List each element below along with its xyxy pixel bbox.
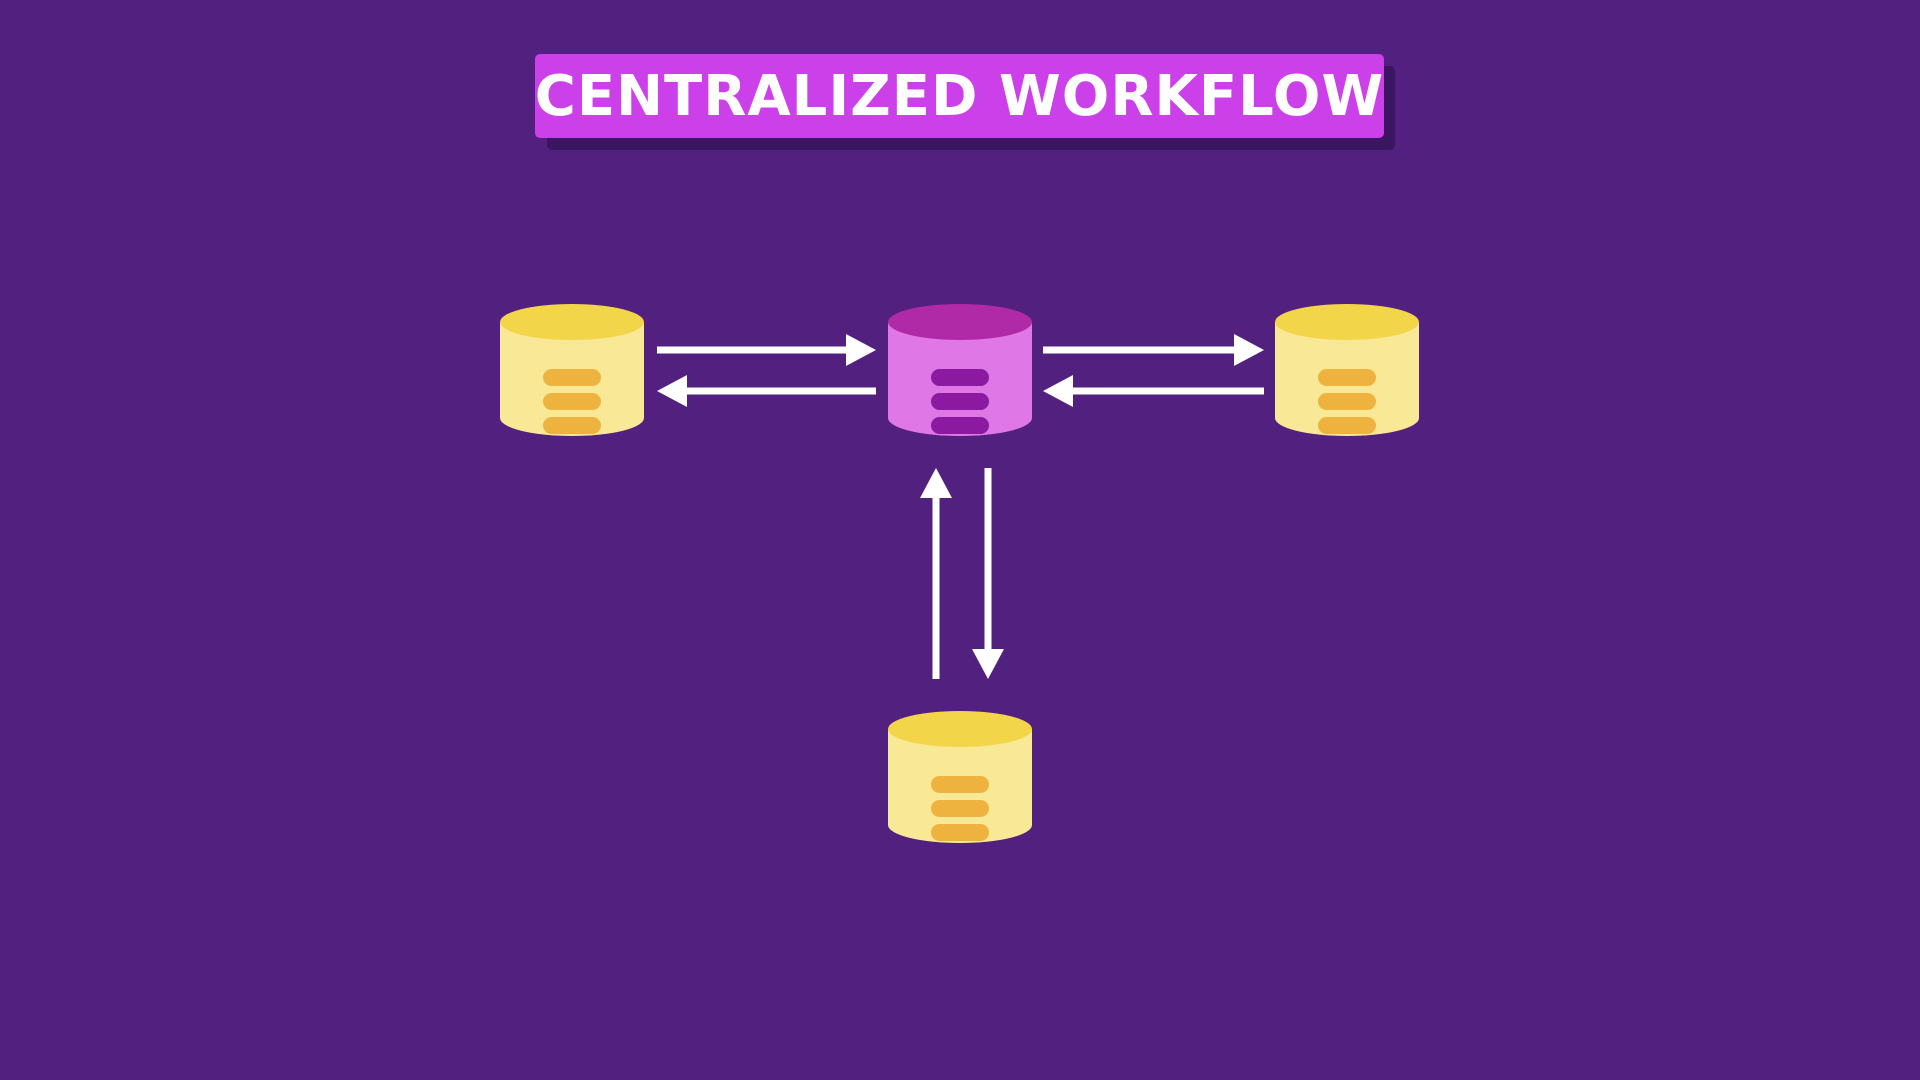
arrow-left-to-central [657, 334, 876, 366]
arrow-central-to-right [1043, 334, 1264, 366]
bottom-peer-bar [931, 776, 989, 793]
left-peer-top [500, 304, 644, 340]
arrow-central-to-left [657, 375, 876, 407]
central-repository-bar [931, 369, 989, 386]
left-peer-bar [543, 417, 601, 434]
arrow-central-to-right-head [1234, 334, 1264, 366]
left-peer-bar [543, 393, 601, 410]
central-repository-database-icon [888, 304, 1032, 436]
title-banner: CENTRALIZED WORKFLOW [535, 54, 1384, 138]
central-repository-bar [931, 417, 989, 434]
bottom-peer-bar [931, 800, 989, 817]
arrow-central-to-bottom-head [972, 649, 1004, 679]
bottom-peer-top [888, 711, 1032, 747]
right-peer-bar [1318, 369, 1376, 386]
arrow-bottom-to-central-head [920, 468, 952, 498]
left-peer-database-icon [500, 304, 644, 436]
central-repository-bar [931, 393, 989, 410]
central-repository-top [888, 304, 1032, 340]
bottom-peer-database-icon [888, 711, 1032, 843]
arrow-left-to-central-head [846, 334, 876, 366]
page-title: CENTRALIZED WORKFLOW [534, 63, 1385, 129]
right-peer-database-icon [1275, 304, 1419, 436]
arrow-central-to-bottom [972, 468, 1004, 679]
arrow-right-to-central-head [1043, 375, 1073, 407]
arrow-bottom-to-central [920, 468, 952, 679]
arrow-central-to-left-head [657, 375, 687, 407]
left-peer-bar [543, 369, 601, 386]
right-peer-bar [1318, 393, 1376, 410]
bottom-peer-bar [931, 824, 989, 841]
right-peer-top [1275, 304, 1419, 340]
right-peer-bar [1318, 417, 1376, 434]
arrow-right-to-central [1043, 375, 1264, 407]
